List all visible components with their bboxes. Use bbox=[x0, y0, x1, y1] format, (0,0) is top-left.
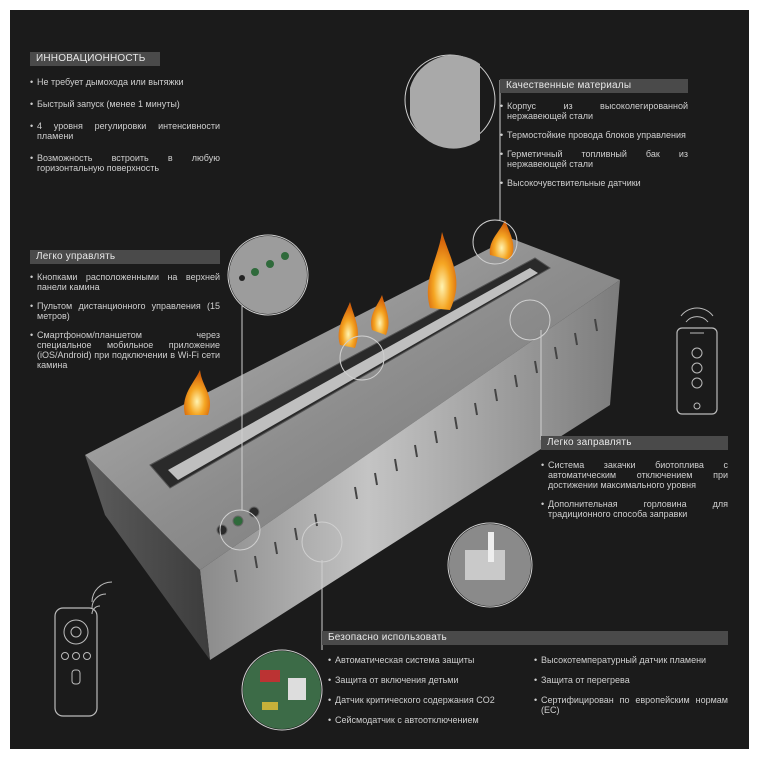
fireplace-side-panel bbox=[85, 455, 210, 660]
innovation-item: Возможность встроить в любую горизонталь… bbox=[30, 153, 220, 173]
innovation-list: Не требует дымохода или вытяжки Быстрый … bbox=[30, 77, 220, 185]
refuel-item: Система закачки биотоплива с автоматичес… bbox=[541, 460, 728, 490]
control-item: Кнопками расположенными на верхней панел… bbox=[30, 272, 220, 292]
refuel-list: Система закачки биотоплива с автоматичес… bbox=[541, 460, 728, 528]
materials-list: Корпус из высоколегированной нержавеющей… bbox=[500, 101, 688, 197]
materials-header: Качественные материалы bbox=[500, 79, 688, 93]
safety-item: Автоматическая система защиты bbox=[328, 655, 523, 665]
vent-slots bbox=[234, 318, 598, 583]
fireplace-illustration bbox=[54, 54, 718, 731]
control-item: Смартфоном/планшетом через специальное м… bbox=[30, 330, 220, 370]
control-header: Легко управлять bbox=[30, 250, 220, 264]
control-item: Пультом дистанционного управления (15 ме… bbox=[30, 301, 220, 321]
safety-item: Датчик критического содержания CO2 bbox=[328, 695, 523, 705]
innovation-header: ИННОВАЦИОННОСТЬ bbox=[30, 52, 160, 66]
zoom-circuit-board bbox=[243, 651, 321, 729]
remote-control-icon bbox=[54, 581, 113, 717]
safety-item: Высокотемпературный датчик пламени bbox=[534, 655, 728, 665]
smartphone-icon bbox=[676, 307, 718, 415]
zoom-steel-corner bbox=[410, 55, 480, 149]
refuel-item: Дополнительная горловина для традиционно… bbox=[541, 499, 728, 519]
burner-rail bbox=[168, 268, 538, 480]
zoom-buttons-panel bbox=[229, 236, 307, 314]
zoom-refill-neck bbox=[449, 524, 531, 606]
materials-item: Термостойкие провода блоков управления bbox=[500, 130, 688, 140]
innovation-item: 4 уровня регулировки интенсивности пламе… bbox=[30, 121, 220, 141]
materials-item: Корпус из высоколегированной нержавеющей… bbox=[500, 101, 688, 121]
innovation-item: Не требует дымохода или вытяжки bbox=[30, 77, 220, 87]
innovation-item: Быстрый запуск (менее 1 минуты) bbox=[30, 99, 220, 109]
dark-frame: ИННОВАЦИОННОСТЬ Не требует дымохода или … bbox=[10, 10, 749, 749]
safety-item: Сейсмодатчик с автоотключением bbox=[328, 715, 523, 725]
materials-item: Герметичный топливный бак из нержавеющей… bbox=[500, 149, 688, 169]
safety-item: Сертифицирован по европейским нормам (ЕС… bbox=[534, 695, 728, 715]
flames bbox=[183, 220, 514, 415]
safety-item: Защита от включения детьми bbox=[328, 675, 523, 685]
refuel-header: Легко заправлять bbox=[541, 436, 728, 450]
safety-header: Безопасно использовать bbox=[322, 631, 728, 645]
safety-list-left: Автоматическая система защиты Защита от … bbox=[328, 655, 523, 735]
safety-item: Защита от перегрева bbox=[534, 675, 728, 685]
fireplace-top-panel bbox=[85, 238, 620, 570]
safety-list-right: Высокотемпературный датчик пламени Защит… bbox=[534, 655, 728, 725]
materials-item: Высокочувствительные датчики bbox=[500, 178, 688, 188]
control-list: Кнопками расположенными на верхней панел… bbox=[30, 272, 220, 379]
